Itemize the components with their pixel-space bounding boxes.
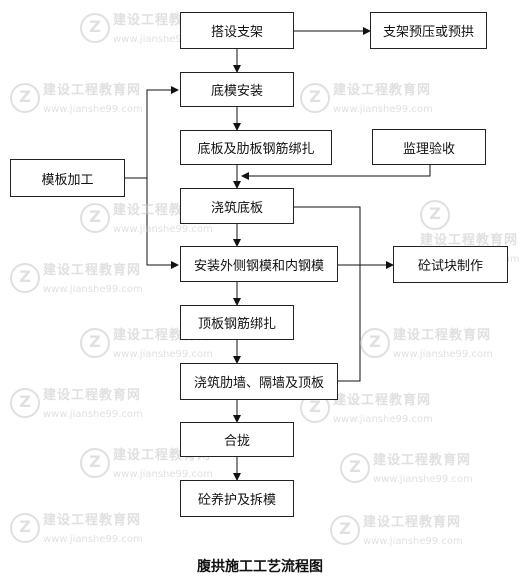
step-install-forms: 安装外侧钢模和内钢模: [180, 246, 338, 282]
arrow-supervision-to-pour-bottom: [241, 165, 431, 180]
step-bottom-formwork: 底模安装: [180, 72, 294, 107]
step-pour-walls: 浇筑肋墙、隔墙及顶板: [180, 363, 338, 400]
arrow-formwork-processing-to-bottom-formwork: [146, 86, 179, 178]
diagram-caption: 腹拱施工工艺流程图: [197, 559, 323, 575]
line-feedback-loop: [294, 206, 361, 382]
box-supervision: 监理验收: [372, 129, 486, 165]
step-setup-support: 搭设支架: [180, 12, 294, 49]
step-pour-bottom: 浇筑底板: [180, 188, 294, 224]
box-preload: 支架预压或预拱: [370, 12, 487, 49]
step-closure: 合拢: [180, 422, 294, 457]
arrow-formwork-processing-to-install-forms: [146, 178, 179, 269]
step-rebar-tying: 底板及肋板钢筋绑扎: [180, 130, 332, 165]
step-curing: 砼养护及拆模: [180, 480, 294, 517]
box-test-block: 砼试块制作: [393, 246, 508, 283]
box-formwork-processing: 模板加工: [10, 159, 125, 197]
step-top-rebar: 顶板钢筋绑扎: [180, 305, 294, 340]
